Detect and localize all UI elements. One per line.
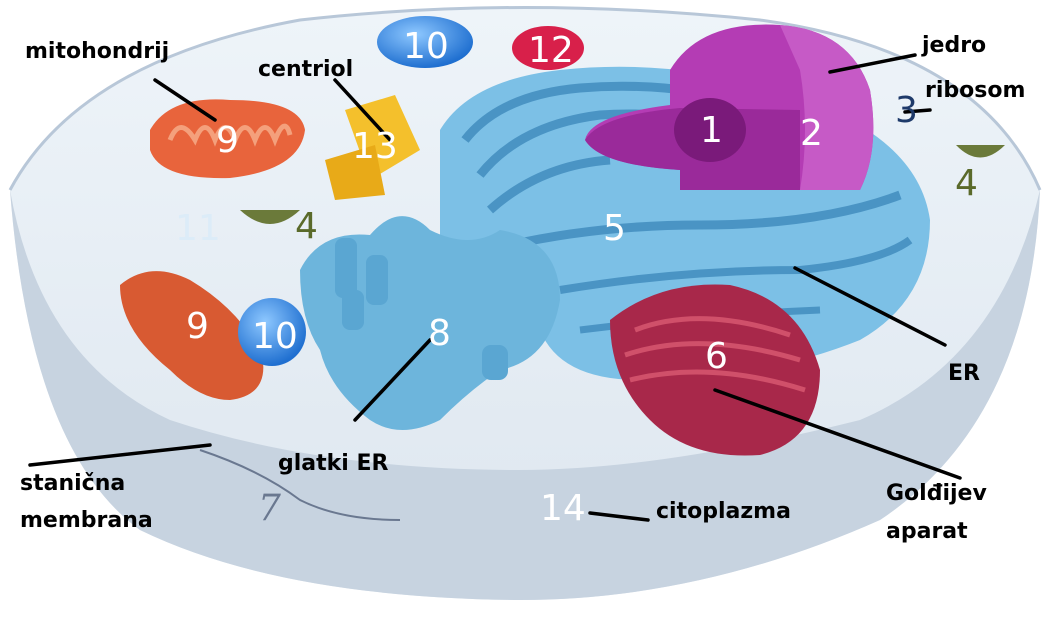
mitochondrion-bottom — [120, 271, 264, 400]
mitochondrion-top — [150, 99, 305, 179]
number-5: 5 — [603, 208, 626, 249]
number-9-top: 9 — [216, 120, 239, 161]
number-4-right: 4 — [955, 163, 978, 204]
number-8: 8 — [428, 313, 451, 354]
ribosome-cup-left — [240, 210, 300, 224]
number-11: 11 — [175, 208, 221, 249]
leader-citoplazma — [588, 511, 650, 522]
label-jedro: jedro — [921, 33, 986, 58]
ribosome-cup-right — [956, 145, 1005, 158]
vacuole — [512, 26, 584, 70]
nucleus — [585, 24, 874, 190]
number-7: 7 — [258, 488, 281, 529]
lysosome-round — [238, 298, 306, 366]
leader-jedro — [828, 53, 917, 74]
number-3: 3 — [895, 90, 918, 131]
label-citoplazma: citoplazma — [656, 499, 791, 524]
label-glatki-er: glatki ER — [278, 451, 389, 476]
label-membrana: membrana — [20, 508, 153, 533]
number-9-bottom: 9 — [186, 306, 209, 347]
leader-er — [793, 266, 947, 347]
membrane-line — [199, 449, 401, 521]
number-13: 13 — [352, 126, 398, 167]
label-stanicna: stanična — [20, 471, 125, 496]
number-10-round: 10 — [252, 316, 298, 357]
leader-glatki-er — [353, 338, 432, 422]
label-centriol: centriol — [258, 57, 353, 82]
number-1: 1 — [700, 110, 723, 151]
lysosome-top — [377, 16, 473, 68]
label-ribosom: ribosom — [925, 78, 1025, 103]
leader-mitohondrij — [153, 78, 217, 122]
leader-centriol — [333, 78, 392, 142]
label-goldijev: Golđijev — [886, 481, 987, 506]
leader-ribosom — [903, 108, 932, 114]
number-4-left: 4 — [295, 206, 318, 247]
number-6: 6 — [705, 336, 728, 377]
label-er: ER — [948, 361, 980, 386]
label-aparat: aparat — [886, 519, 968, 544]
leader-stanicna-membrana — [28, 443, 212, 467]
smooth-er — [300, 216, 560, 430]
centriole — [325, 95, 420, 200]
number-12: 12 — [528, 30, 574, 71]
number-14: 14 — [540, 488, 586, 529]
leader-goldijev — [713, 388, 962, 480]
label-mitohondrij: mitohondrij — [25, 39, 169, 64]
number-10-top: 10 — [403, 26, 449, 67]
golgi-apparatus — [610, 284, 820, 456]
number-2: 2 — [800, 113, 823, 154]
